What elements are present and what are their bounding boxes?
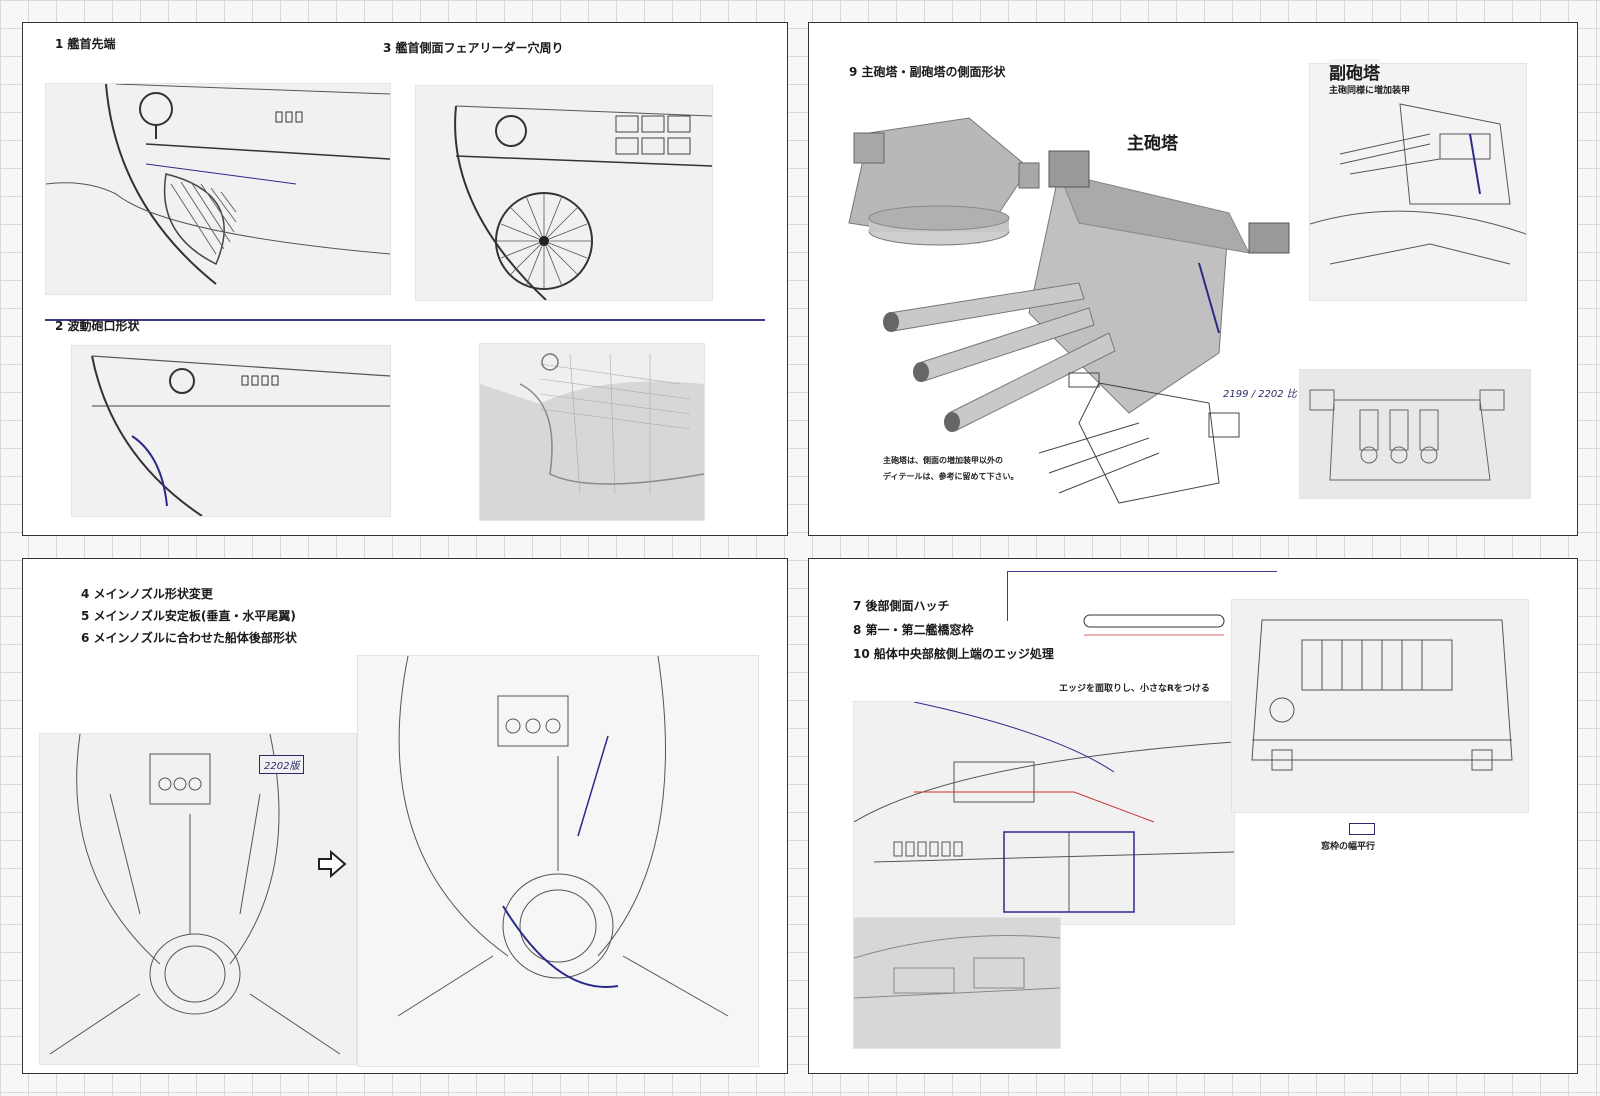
label-edge-treatment: 10 船体中央部舷側上端のエッジ処理 [853,647,1054,661]
edge-section-diagram [1064,607,1234,647]
hull-side-sketch [853,701,1235,925]
hull-side-drawing [854,702,1234,913]
panel-main-nozzle: 4 メインノズル形状変更 5 メインノズル安定板(垂直・水平尾翼) 6 メインノ… [22,558,788,1074]
main-turret-drawing [848,117,1290,432]
label-fairleader: 3 艦首側面フェアリーダー穴周り [383,41,564,55]
label-nozzle-shape: 4 メインノズル形状変更 [81,587,213,601]
callout-line [1007,571,1277,572]
label-turret-profile: 9 主砲塔・副砲塔の側面形状 [849,65,1006,79]
label-stabilizers: 5 メインノズル安定板(垂直・水平尾翼) [81,609,296,623]
label-sub-turret-overlay: 副砲塔 [1329,59,1380,84]
label-aft-hull: 6 メインノズルに合わせた船体後部形状 [81,631,297,645]
callout-line-vertical [1007,571,1008,621]
bow-tip-sketch [45,83,391,295]
main-turret-render [829,113,1309,433]
section-divider [45,319,765,321]
window-frame-note: 窓枠の幅平行 [1321,842,1376,852]
panel-hull-details: 7 後部側面ハッチ 8 第一・第二艦橋窓枠 10 船体中央部舷側上端のエッジ処理… [808,558,1578,1074]
window-frame-swatch [1349,823,1375,835]
bridge-windows-drawing [1251,619,1513,771]
stern-new-drawing [397,656,729,1017]
bridge-windows-sketch [1231,599,1529,813]
turret-comparison-sketch [1038,363,1289,513]
arrow-right-icon [317,849,347,879]
stern-old-drawing [49,734,341,1055]
wave-gun-render-drawing [480,344,704,495]
sub-turret-photo [1299,369,1531,499]
version-tag: 2199 / 2202 比 [1223,389,1297,400]
turret-caption: 主砲塔は、側面の増加装甲以外のディテールは、参考に留めて下さい。 [883,456,1019,481]
panel-bow-details: 1 艦首先端 3 艦首側面フェアリーダー穴周り [22,22,788,536]
stern-sketch-old [39,733,357,1065]
sub-turret-note-overlay: 主砲同様に増加装甲 [1329,83,1411,96]
fairleader-sketch [415,85,713,301]
label-wave-gun: 2 波動砲口形状 [55,319,140,333]
bow-tip-drawing [46,84,390,285]
wave-gun-sketch [71,345,391,517]
sub-turret-drawing [1310,103,1526,265]
turret-comparison-drawing [1038,372,1240,504]
wave-gun-drawing [91,355,390,516]
label-bridge-windows: 8 第一・第二艦橋窓枠 [853,623,974,637]
sub-turret-photo-drawing [1309,389,1505,481]
label-aft-hatch: 7 後部側面ハッチ [853,599,950,613]
version-box: 2202版 [259,755,305,774]
sub-turret-sketch [1309,63,1527,301]
stern-sketch-new [357,655,759,1067]
hull-photo [853,917,1061,1049]
panel-turrets: 9 主砲塔・副砲塔の側面形状 主砲塔 [808,22,1578,536]
label-bow-tip: 1 艦首先端 [55,37,116,51]
label-main-turret: 主砲塔 [1127,134,1178,154]
fairleader-drawing [454,105,712,300]
edge-note: エッジを面取りし、小さなRをつける [1059,684,1210,694]
hull-photo-drawing [854,935,1060,999]
wave-gun-3d-render [479,343,705,521]
